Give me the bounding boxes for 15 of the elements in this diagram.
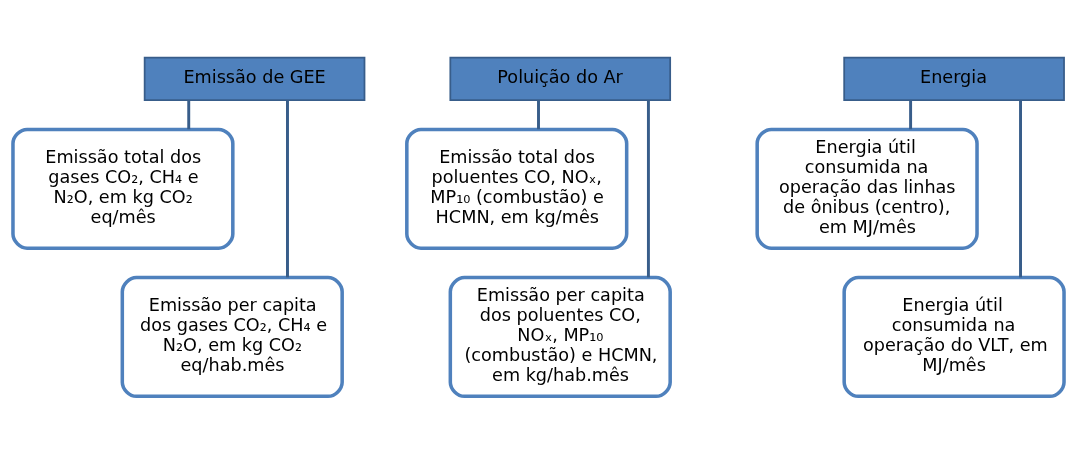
connector (286, 99, 289, 277)
node-box: Poluição do Ar (449, 56, 672, 101)
connector (646, 99, 650, 277)
node-box: Energia (843, 56, 1065, 101)
node-box: Emissão de GEE (143, 56, 366, 101)
node-box: Emissão per capita dos gases CO₂, CH₄ e N₂O, em kg CO₂ eq/hab.mês (120, 275, 344, 398)
node-box: Emissão per capita dos poluentes CO, NOₓ, MP₁₀ (combustão) e HCMN, em kg/hab.mês (448, 275, 672, 398)
connector (187, 99, 191, 129)
node-box: Emissão total dos poluentes CO, NOₓ, MP₁₀ (combustão) e HCMN, em kg/mês (405, 127, 629, 250)
node-box: Energia útil consumida na operação do VLT, em MJ/mês (842, 275, 1066, 398)
connector (537, 99, 540, 129)
connector (909, 99, 913, 129)
node-box: Emissão total dos gases CO₂, CH₄ e N₂O, em kg CO₂ eq/mês (11, 127, 235, 250)
connector (1019, 99, 1022, 277)
node-box: Energia útil consumida na operação das linhas de ônibus (centro), em MJ/mês (755, 127, 979, 250)
